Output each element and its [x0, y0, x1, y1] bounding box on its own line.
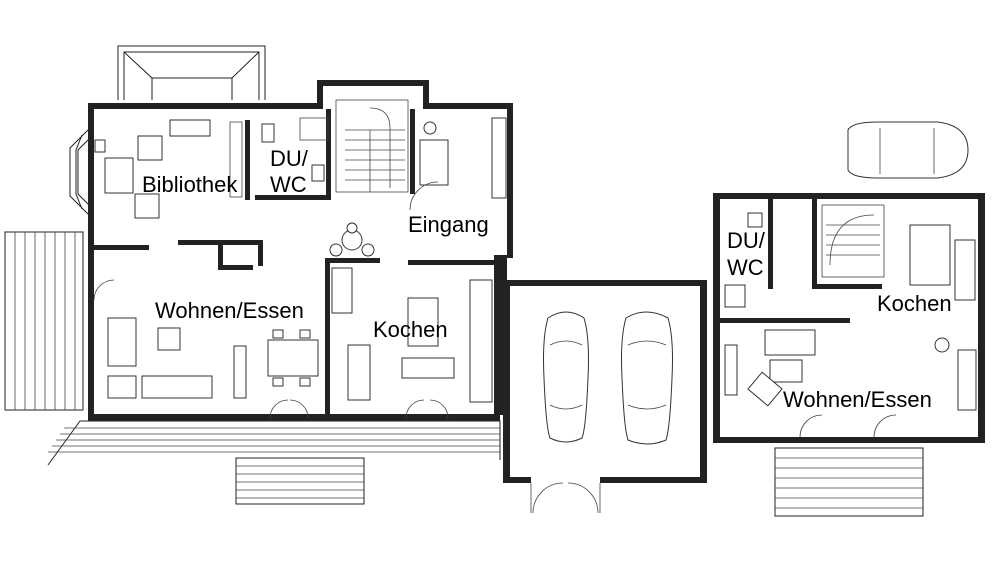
annex-bathroom: [724, 212, 763, 308]
dining-round-table: [329, 222, 375, 257]
main-bathroom: [261, 117, 329, 182]
annex-steps: [774, 447, 924, 517]
kitchen-furniture: [331, 267, 493, 419]
car-top-right: [847, 121, 969, 179]
living-furniture: [93, 279, 319, 419]
car-left: [543, 311, 589, 443]
label-du-wc-main-1: DU/: [270, 146, 309, 171]
terrace: [4, 231, 501, 505]
bay-window-top: [117, 45, 266, 100]
label-wohnen-essen-annex: Wohnen/Essen: [783, 387, 932, 412]
label-bibliothek: Bibliothek: [142, 172, 238, 197]
label-wohnen-essen-main: Wohnen/Essen: [155, 298, 304, 323]
annex-stairs: [821, 204, 885, 278]
garage: [503, 280, 707, 514]
annex-house: [713, 193, 985, 517]
label-eingang: Eingang: [408, 212, 489, 237]
main-stairs: [335, 99, 409, 193]
main-interior-walls: [94, 109, 494, 418]
label-du-wc-main-2: WC: [270, 172, 307, 197]
main-house: [4, 45, 513, 505]
bay-window-left: [69, 129, 89, 215]
label-du-wc-annex-1: DU/: [727, 228, 766, 253]
annex-living: [724, 329, 897, 438]
entrance-furniture: [409, 117, 507, 211]
annex-kitchen: [909, 224, 977, 411]
label-kochen-annex: Kochen: [877, 291, 952, 316]
label-kochen-main: Kochen: [373, 317, 448, 342]
car-right: [621, 311, 673, 445]
library-furniture: [94, 119, 243, 219]
label-du-wc-annex-2: WC: [727, 255, 764, 280]
